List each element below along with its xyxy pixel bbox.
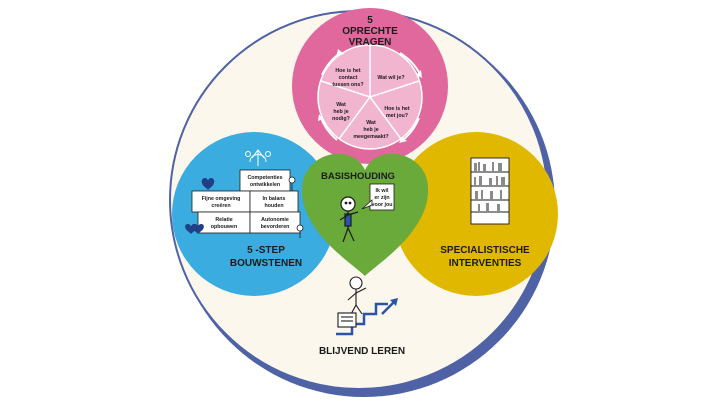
- block-mid-right-line1: In balans: [263, 196, 286, 202]
- question-5-line2: heb je: [333, 109, 348, 115]
- block-mid-left-line2: creëren: [211, 203, 230, 209]
- bottom-title: BLIJVEND LEREN: [319, 346, 405, 357]
- left-title-line1: 5 -STEP: [247, 245, 285, 256]
- question-5-line1: Wat: [336, 102, 346, 108]
- top-title-line1: 5: [367, 15, 373, 26]
- block-top-line1: Competenties: [247, 175, 282, 181]
- left-title-line2: BOUWSTENEN: [230, 258, 302, 269]
- questions-wheel: [317, 44, 423, 150]
- question-4-line3: meegemaakt?: [353, 134, 388, 140]
- question-1-line3: tussen ons?: [332, 82, 363, 88]
- right-title-line2: INTERVENTIES: [449, 258, 522, 269]
- bookshelf-icon: [470, 157, 510, 225]
- block-mid-left-line1: Fijne omgeving: [202, 196, 241, 202]
- question-4-line2: heb je: [363, 127, 378, 133]
- center-title: BASISHOUDING: [321, 171, 395, 182]
- stairs-icon: [336, 298, 398, 336]
- speech-bubble: [361, 183, 395, 211]
- right-title-line1: SPECIALISTISCHE: [440, 245, 530, 256]
- block-bottom-left-line1: Relatie: [215, 217, 232, 223]
- question-3-line2: met jou?: [386, 113, 408, 119]
- building-blocks: [191, 169, 301, 234]
- block-bottom-right-line1: Autonomie: [261, 217, 289, 223]
- block-mid-right-line2: houden: [264, 203, 283, 209]
- trophy-icon: [245, 149, 271, 166]
- bubble-line2: er zijn: [374, 195, 389, 201]
- climbing-figure-icon: [337, 276, 367, 328]
- top-title-line2: OPRECHTE: [342, 26, 398, 37]
- question-5-line3: nodig?: [332, 116, 350, 122]
- top-title-line3: VRAGEN: [349, 37, 392, 48]
- question-1-line1: Hoe is het: [335, 68, 361, 74]
- basishouding-heart: [301, 153, 429, 276]
- small-figures-icon: [288, 176, 304, 238]
- bubble-line1: Ik wil: [376, 188, 389, 194]
- question-2-line1: Wat wil je?: [377, 75, 404, 81]
- question-3-line1: Hoe is het: [384, 106, 410, 112]
- block-bottom-right-line2: bevorderen: [261, 224, 290, 230]
- block-top-line2: ontwikkelen: [250, 182, 280, 188]
- bubble-line3: voor jou: [372, 202, 393, 208]
- question-1-line2: contact: [339, 75, 358, 81]
- question-4-line1: Wat: [366, 120, 376, 126]
- person-figure-icon: [339, 196, 359, 243]
- block-bottom-left-line2: opbouwen: [211, 224, 237, 230]
- heart-icon: [185, 178, 215, 234]
